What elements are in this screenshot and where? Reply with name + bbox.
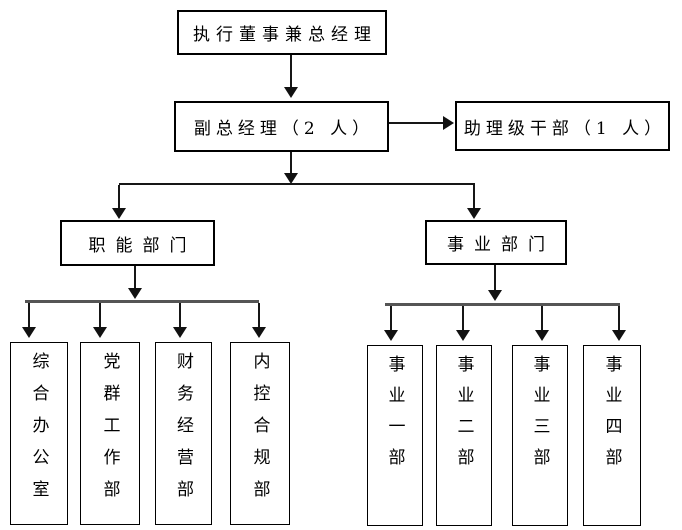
node-label: 副总经理（2 人） bbox=[193, 119, 375, 139]
connector-deputy-split-line bbox=[290, 152, 292, 173]
node-dept-general-office: 综合办公室 bbox=[10, 342, 68, 525]
node-deputy-general-manager: 副总经理（2 人） bbox=[174, 101, 389, 152]
split-bar-functional bbox=[25, 300, 259, 303]
arrowhead-down-icon bbox=[173, 327, 187, 338]
arrowhead-down-icon bbox=[22, 327, 36, 338]
node-label: 财务经营部 bbox=[173, 352, 193, 512]
node-label: 职能部门 bbox=[88, 235, 197, 256]
connector-business-split-line bbox=[494, 265, 496, 290]
connector-dept-line bbox=[28, 303, 30, 327]
node-label: 执行董事兼总经理 bbox=[193, 25, 377, 45]
connector-deputy-assistant-line bbox=[389, 122, 443, 124]
arrowhead-down-icon bbox=[112, 208, 126, 219]
node-dept-business-1: 事业一部 bbox=[367, 345, 423, 526]
connector-dept-line bbox=[390, 306, 392, 330]
node-dept-internal-control-compliance: 内控合规部 bbox=[230, 342, 290, 525]
node-label: 综合办公室 bbox=[28, 352, 49, 512]
connector-dept-line bbox=[541, 306, 543, 330]
node-label: 事业部门 bbox=[447, 235, 555, 255]
node-label: 内控合规部 bbox=[249, 352, 270, 512]
split-bar-business bbox=[385, 303, 620, 306]
node-label: 事业三部 bbox=[529, 355, 550, 479]
connector-dept-line bbox=[99, 303, 101, 327]
connector-root-deputy-line bbox=[290, 55, 292, 87]
connector-dept-line bbox=[618, 306, 620, 330]
split-bar-top bbox=[119, 183, 475, 185]
node-executive-director: 执行董事兼总经理 bbox=[177, 10, 387, 55]
arrowhead-down-icon bbox=[488, 290, 502, 301]
arrowhead-down-icon bbox=[467, 208, 481, 219]
connector-split-functional-line bbox=[118, 185, 120, 208]
connector-dept-line bbox=[179, 303, 181, 327]
node-dept-business-2: 事业二部 bbox=[436, 345, 492, 526]
arrowhead-down-icon bbox=[284, 87, 298, 98]
node-dept-party-mass-work: 党群工作部 bbox=[80, 342, 140, 525]
arrowhead-down-icon bbox=[612, 330, 626, 341]
node-label: 事业四部 bbox=[601, 355, 622, 479]
node-dept-finance-operations: 财务经营部 bbox=[155, 342, 212, 525]
arrowhead-down-icon bbox=[252, 327, 266, 338]
node-assistant-cadre: 助理级干部（1 人） bbox=[455, 101, 670, 151]
connector-dept-line bbox=[462, 306, 464, 330]
arrowhead-right-icon bbox=[443, 116, 454, 130]
node-dept-business-3: 事业三部 bbox=[512, 345, 568, 526]
node-label: 事业二部 bbox=[453, 355, 474, 479]
arrowhead-down-icon bbox=[93, 327, 107, 338]
node-label: 助理级干部（1 人） bbox=[463, 118, 667, 139]
node-dept-business-4: 事业四部 bbox=[583, 345, 641, 526]
node-label: 事业一部 bbox=[384, 355, 405, 479]
connector-dept-line bbox=[258, 303, 260, 327]
arrowhead-down-icon bbox=[384, 330, 398, 341]
node-functional-departments: 职能部门 bbox=[60, 220, 215, 266]
arrowhead-down-icon bbox=[456, 330, 470, 341]
arrowhead-down-icon bbox=[284, 173, 298, 184]
arrowhead-down-icon bbox=[128, 288, 142, 299]
node-label: 党群工作部 bbox=[99, 352, 120, 512]
arrowhead-down-icon bbox=[535, 330, 549, 341]
connector-split-business-line bbox=[473, 185, 475, 208]
node-business-departments: 事业部门 bbox=[425, 220, 567, 265]
connector-functional-split-line bbox=[134, 266, 136, 288]
